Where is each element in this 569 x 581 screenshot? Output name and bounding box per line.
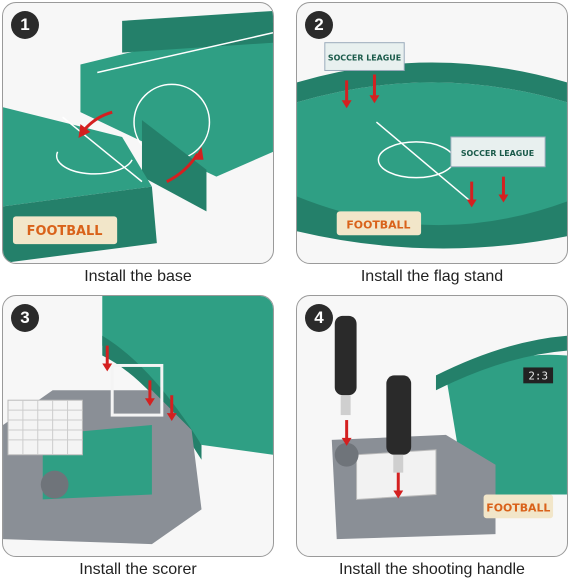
step-3-panel: 3 bbox=[2, 295, 274, 557]
arrow-icon bbox=[166, 413, 177, 422]
step-2-caption: Install the flag stand bbox=[360, 268, 504, 285]
arrow-icon bbox=[78, 124, 91, 138]
step-1-panel: 1 FOOTBALL bbox=[2, 2, 274, 264]
football-logo-text: FOOTBALL bbox=[486, 501, 550, 514]
flag-stand-illustration: SOCCER LEAGUE SOCCER LEAGUE FOOTBALL bbox=[297, 42, 567, 249]
sign-text: SOCCER LEAGUE bbox=[461, 149, 534, 158]
step-number-badge: 4 bbox=[305, 304, 333, 332]
football-logo-text: FOOTBALL bbox=[27, 224, 103, 239]
arrow-icon bbox=[144, 398, 155, 407]
football-logo-text: FOOTBALL bbox=[346, 218, 410, 231]
step-number-badge: 3 bbox=[11, 304, 39, 332]
scorer-illustration bbox=[3, 296, 273, 545]
sign-text: SOCCER LEAGUE bbox=[328, 54, 401, 63]
base-assembly-illustration: FOOTBALL bbox=[3, 10, 273, 263]
step-number-badge: 2 bbox=[305, 11, 333, 39]
step-3-caption: Install the scorer bbox=[79, 561, 197, 578]
handle-icon bbox=[334, 315, 357, 396]
arrow-icon bbox=[341, 100, 352, 109]
arrow-icon bbox=[393, 490, 404, 499]
arrow-icon bbox=[102, 363, 113, 372]
arrow-icon bbox=[369, 95, 380, 104]
step-2-panel: 2 SOCCER LEAGUE SOCCER LEAGUE FOOTBALL bbox=[296, 2, 568, 264]
step-1-caption: Install the base bbox=[84, 268, 192, 285]
step-number-badge: 1 bbox=[11, 11, 39, 39]
arrow-icon bbox=[341, 437, 352, 446]
score-display-text: 2:3 bbox=[528, 369, 548, 382]
shooting-handle-illustration: 2:3 FOOTBALL bbox=[331, 315, 567, 540]
handle-icon bbox=[386, 375, 412, 455]
arrow-icon bbox=[498, 194, 509, 203]
step-4-panel: 4 2:3 FOOTBALL bbox=[296, 295, 568, 557]
arrow-icon bbox=[193, 146, 204, 160]
arrow-icon bbox=[466, 199, 477, 208]
step-4-caption: Install the shooting handle bbox=[339, 561, 525, 578]
